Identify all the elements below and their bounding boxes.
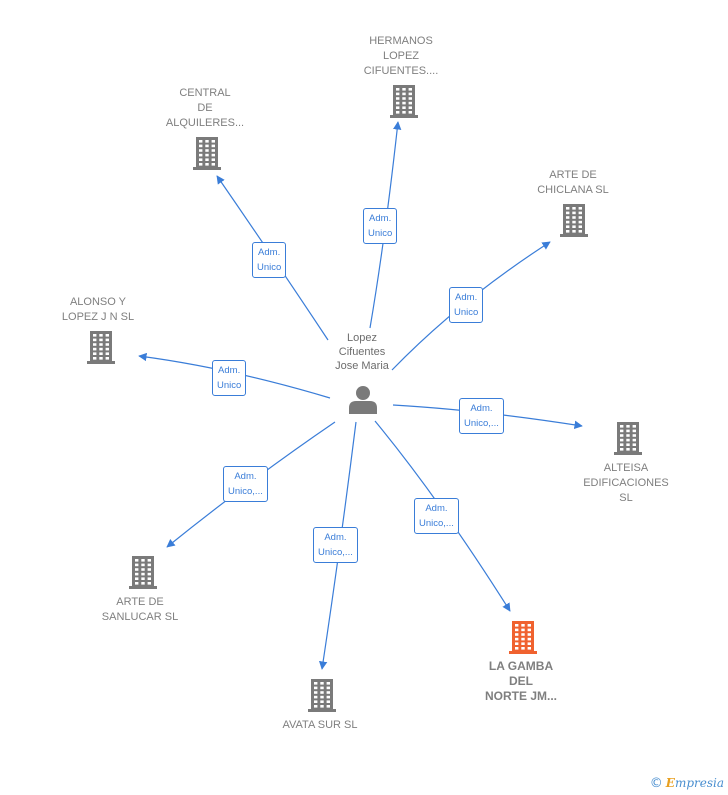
- person-icon[interactable]: [349, 386, 377, 414]
- building-icon[interactable]: [614, 422, 642, 455]
- brand-name: mpresia: [674, 776, 724, 790]
- relation-label-chiclana[interactable]: Adm. Unico: [449, 287, 484, 323]
- building-icon[interactable]: [390, 85, 418, 118]
- company-name-avata[interactable]: AVATA SUR SL: [282, 719, 358, 731]
- company-name-sanlucar[interactable]: ARTE DE SANLUCAR SL: [101, 596, 179, 623]
- empresia-watermark: ©Empresia: [650, 776, 724, 791]
- copyright-symbol: ©: [649, 776, 663, 791]
- company-name-hermanos[interactable]: HERMANOS LOPEZ CIFUENTES....: [363, 35, 439, 77]
- relation-label-sanlucar[interactable]: Adm. Unico,...: [223, 466, 268, 502]
- brand-initial: E: [665, 776, 675, 790]
- relation-label-avata[interactable]: Adm. Unico,...: [313, 527, 358, 563]
- building-icon[interactable]: [193, 137, 221, 170]
- company-name-alonso[interactable]: ALONSO Y LOPEZ J N SL: [61, 296, 135, 323]
- building-icon[interactable]: [509, 621, 537, 654]
- building-icon[interactable]: [308, 679, 336, 712]
- company-name-chiclana[interactable]: ARTE DE CHICLANA SL: [537, 169, 609, 196]
- relation-label-central[interactable]: Adm. Unico: [252, 242, 287, 278]
- relation-label-hermanos[interactable]: Adm. Unico: [363, 208, 398, 244]
- building-icon[interactable]: [87, 331, 115, 364]
- relation-label-alteisa[interactable]: Adm. Unico,...: [459, 398, 504, 434]
- company-name-gamba[interactable]: LA GAMBA DEL NORTE JM...: [484, 659, 557, 703]
- center-person-name[interactable]: Lopez Cifuentes Jose Maria: [335, 332, 389, 372]
- relation-label-gamba[interactable]: Adm. Unico,...: [414, 498, 459, 534]
- relation-label-alonso[interactable]: Adm. Unico: [212, 360, 247, 396]
- company-name-central[interactable]: CENTRAL DE ALQUILERES...: [165, 87, 245, 129]
- building-icon[interactable]: [560, 204, 588, 237]
- building-icon[interactable]: [129, 556, 157, 589]
- company-name-alteisa[interactable]: ALTEISA EDIFICACIONES SL: [583, 462, 669, 504]
